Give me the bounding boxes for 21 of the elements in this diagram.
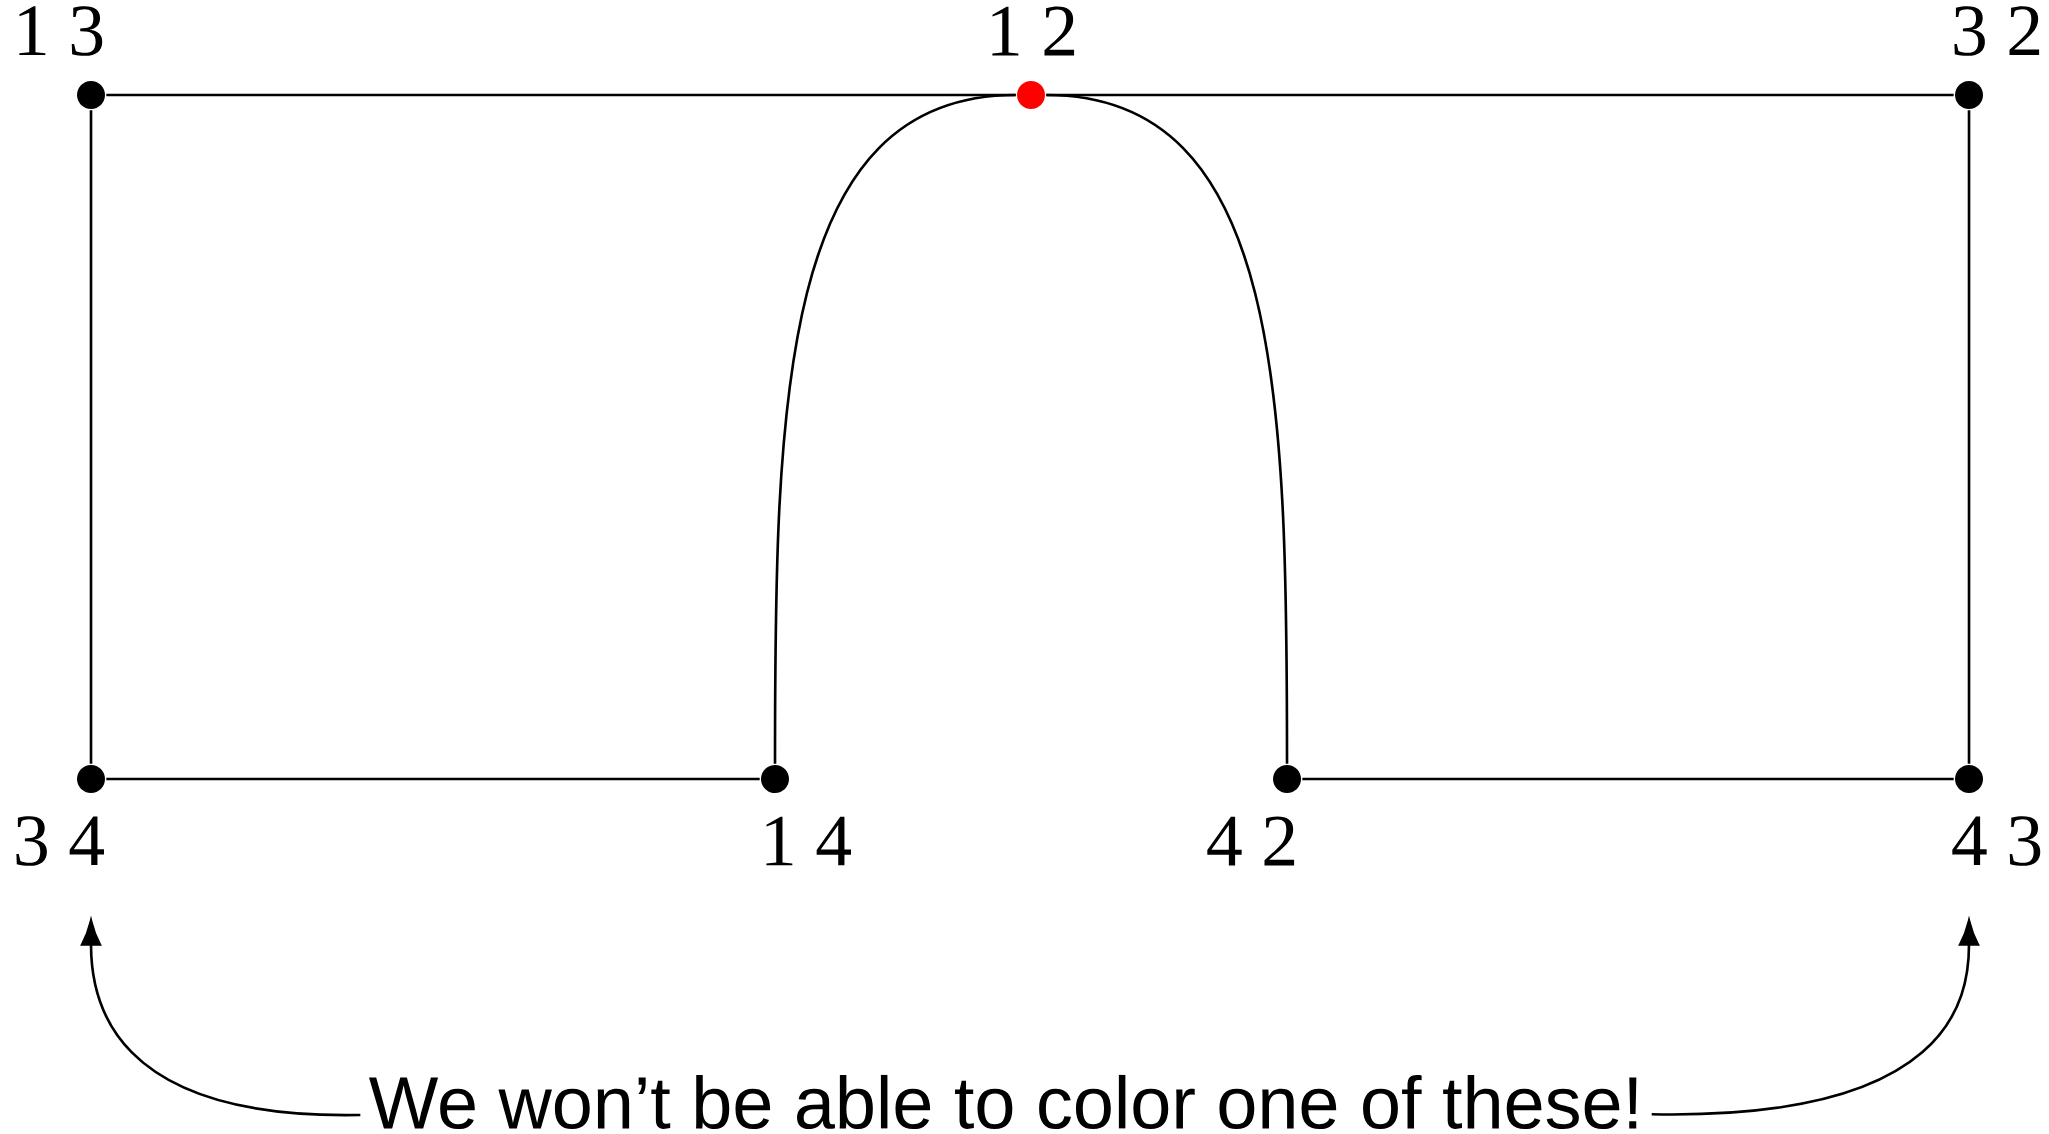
vertex-label: 4 2 xyxy=(1207,816,1295,866)
edge-line xyxy=(89,110,93,764)
vertex-label: 1 2 xyxy=(992,6,1075,56)
edge-line xyxy=(1302,777,1954,781)
vertex-dot xyxy=(77,765,105,793)
edge-line xyxy=(106,777,760,781)
vertex-dot xyxy=(1955,81,1983,109)
edge-line xyxy=(773,93,1016,764)
vertex-dot xyxy=(1273,765,1301,793)
vertex-dot xyxy=(1017,81,1045,109)
vertex-label: 4 3 xyxy=(1952,816,2041,866)
vertex-dot xyxy=(1955,765,1983,793)
vertex-dot xyxy=(761,765,789,793)
vertex-label: 3 4 xyxy=(16,816,104,866)
caption-text: We won’t be able to color one of these! xyxy=(369,1074,1637,1130)
vertex-label: 3 2 xyxy=(1954,6,2040,56)
vertex-dot xyxy=(77,81,105,109)
vertex-label: 1 4 xyxy=(766,816,851,866)
edge-line xyxy=(1046,93,1289,764)
vertex-label: 1 3 xyxy=(19,6,103,56)
edge-line xyxy=(1967,110,1971,764)
